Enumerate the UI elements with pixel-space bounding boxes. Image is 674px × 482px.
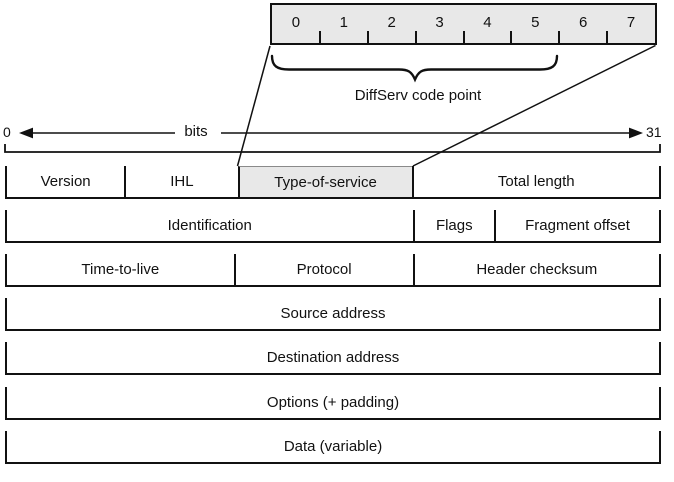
bit-number: 7 [626,14,636,31]
header-row-source-address: Source address [5,298,661,331]
field-options: Options (+ padding) [7,387,659,418]
bit-slot: 5 [511,5,559,43]
bit-slot: 6 [559,5,607,43]
bit-number: 2 [387,14,396,31]
bit-slot: 1 [320,5,368,43]
bit-slot: 2 [368,5,416,43]
tos-bit-ruler: 0 1 2 3 4 5 6 7 [270,3,657,45]
bit-number: 4 [483,14,492,31]
bit-number: 1 [339,14,348,31]
bit-number: 0 [291,14,301,31]
field-label: Type-of-service [274,173,377,191]
field-ihl: IHL [124,166,237,197]
bit-tick [318,31,321,43]
field-destination-address: Destination address [7,342,659,373]
field-identification: Identification [7,210,413,241]
field-label: Flags [435,217,473,234]
field-type-of-service: Type-of-service [237,166,412,197]
field-label: Identification [167,217,252,234]
field-label: Header checksum [476,261,598,278]
bit-tick [558,31,561,43]
field-source-address: Source address [7,298,659,329]
bit-slot: 3 [416,5,464,43]
field-label: Data (variable) [283,438,383,455]
field-protocol: Protocol [233,254,413,285]
bits-axis-arrow-left [19,127,33,139]
header-row-options: Options (+ padding) [5,387,661,420]
bit-tick [462,31,465,43]
field-label: Version [40,173,91,190]
header-row-ttl: Time-to-live Protocol Header checksum [5,254,661,287]
field-label: Fragment offset [525,217,630,234]
tos-zoom-line-right [412,44,656,167]
bit-number: 3 [435,14,444,31]
bits-axis-label: bits [184,123,208,140]
field-total-length: Total length [411,166,659,197]
header-row-data: Data (variable) [5,431,661,464]
bits-axis-arrow-right [629,127,643,139]
bit-tick [414,31,417,43]
field-header-checksum: Header checksum [412,254,659,285]
header-row-version: Version IHL Type-of-service Total length [5,166,661,199]
field-label: Destination address [266,349,400,366]
field-flags: Flags [412,210,495,241]
bit0-axis-label: 0 [3,124,11,140]
bit-tick [510,31,513,43]
field-version: Version [7,166,124,197]
header-row-identification: Identification Flags Fragment offset [5,210,661,243]
diffserv-code-point-label: DiffServ code point [354,87,482,104]
bit-tick [606,31,609,43]
field-fragment-offset: Fragment offset [494,210,659,241]
field-time-to-live: Time-to-live [7,254,234,285]
field-label: Time-to-live [81,261,160,278]
field-label: Source address [280,305,386,322]
bit-number: 5 [531,14,540,31]
dscp-brace [270,54,559,83]
tos-zoom-line-left [236,45,271,167]
bit-slot: 7 [607,5,655,43]
header-row-destination-address: Destination address [5,342,661,375]
bit-slot: 4 [464,5,512,43]
bit-number: 6 [579,14,588,31]
field-label: Options (+ padding) [266,394,400,411]
bit-slot: 0 [272,5,320,43]
field-label: Protocol [296,261,352,278]
bit31-axis-label: 31 [646,124,662,140]
bit-range-bracket [4,144,661,153]
field-label: IHL [170,173,194,190]
bit-tick [366,31,369,43]
field-data: Data (variable) [7,431,659,462]
field-label: Total length [497,173,575,190]
